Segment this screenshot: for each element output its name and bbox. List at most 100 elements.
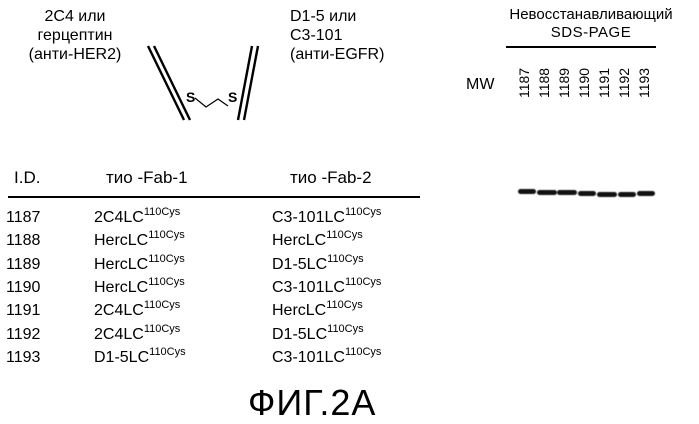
fab-left-heavy-bar xyxy=(148,46,184,120)
figure-label: ФИГ.2A xyxy=(248,382,376,424)
antibody-right-line-1: D1-5 или xyxy=(290,7,384,26)
table-cell-fab2: C3-101LC110Cys xyxy=(272,276,381,301)
gel-lane-number: 1193 xyxy=(636,68,652,98)
gel-band-1187 xyxy=(518,189,536,194)
table-cell-fab2-superscript: 110Cys xyxy=(345,206,381,218)
gel-title-line-1: Невосстанавливающий xyxy=(486,6,696,24)
table-cell-id-text: 1189 xyxy=(6,256,40,273)
antibody-left-label: 2C4 или герцептин (анти-HER2) xyxy=(20,7,130,64)
gel-lane-1190: 1190 xyxy=(576,57,592,109)
table-cell-fab2-text: C3-101LC xyxy=(272,349,345,366)
table-cell-fab2: D1-5LC110Cys xyxy=(272,323,364,348)
antibody-left-line-3: (анти-HER2) xyxy=(20,45,130,64)
antibody-left-line-1: 2C4 или xyxy=(20,7,130,26)
gel-lane-number: 1192 xyxy=(616,68,632,98)
antibody-right-line-3: (анти-EGFR) xyxy=(290,45,384,64)
disulfide-fab-diagram: S S xyxy=(140,40,300,130)
table-cell-id: 1188 xyxy=(6,229,40,252)
table-cell-fab1: HercLC110Cys xyxy=(94,253,185,278)
table-cell-fab2-superscript: 110Cys xyxy=(345,346,381,358)
gel-band-1191 xyxy=(597,192,617,197)
gel-lane-number: 1187 xyxy=(516,68,532,98)
table-cell-fab2-superscript: 110Cys xyxy=(327,253,363,265)
gel-band-1193 xyxy=(637,191,655,196)
table-cell-id: 1191 xyxy=(6,299,40,322)
table-cell-id: 1192 xyxy=(6,323,40,346)
gel-lane-1188: 1188 xyxy=(536,57,552,109)
gel-lane-1189: 1189 xyxy=(556,57,572,109)
table-cell-fab1-text: HercLC xyxy=(94,256,148,273)
table-cell-fab2: HercLC110Cys xyxy=(272,229,363,254)
table-cell-id-text: 1188 xyxy=(6,232,40,249)
gel-title-line-2: SDS-PAGE xyxy=(486,24,696,42)
table-cell-fab1-superscript: 110Cys xyxy=(148,253,184,265)
table-cell-fab1-text: 2C4LC xyxy=(94,209,144,226)
table-cell-id-text: 1193 xyxy=(6,349,40,366)
table-cell-fab2-text: HercLC xyxy=(272,302,326,319)
table-header-id: I.D. xyxy=(14,168,40,188)
gel-band-1188 xyxy=(537,190,557,195)
table-cell-id: 1189 xyxy=(6,253,40,276)
sulfur-left: S xyxy=(186,89,195,105)
antibody-right-line-2: C3-101 xyxy=(290,26,384,45)
table-cell-fab2: C3-101LC110Cys xyxy=(272,346,381,371)
table-header-fab1: тио -Fab-1 xyxy=(106,168,188,188)
gel-lane-1187: 1187 xyxy=(516,57,532,109)
table-cell-id-text: 1187 xyxy=(6,209,40,226)
table-cell-id-text: 1190 xyxy=(6,279,40,296)
table-cell-fab1-superscript: 110Cys xyxy=(144,299,180,311)
gel-lane-number: 1191 xyxy=(596,68,612,98)
table-cell-fab1-text: D1-5LC xyxy=(94,349,149,366)
table-cell-fab1: 2C4LC110Cys xyxy=(94,323,180,348)
gel-lane-number: 1188 xyxy=(536,68,552,98)
mw-label: MW xyxy=(466,76,494,94)
gel-band-1189 xyxy=(557,190,577,195)
fab-left-light-bar xyxy=(154,46,190,120)
disulfide-bond-line xyxy=(195,98,228,107)
antibody-left-line-2: герцептин xyxy=(20,26,130,45)
table-cell-id: 1187 xyxy=(6,206,40,229)
table-cell-fab1-text: 2C4LC xyxy=(94,302,144,319)
table-cell-fab1: HercLC110Cys xyxy=(94,229,185,254)
table-cell-fab1-superscript: 110Cys xyxy=(149,346,185,358)
table-cell-fab2-superscript: 110Cys xyxy=(326,299,362,311)
table-cell-fab2: D1-5LC110Cys xyxy=(272,253,364,278)
table-cell-fab2: HercLC110Cys xyxy=(272,299,363,324)
table-cell-fab2-text: C3-101LC xyxy=(272,279,345,296)
gel-lane-number: 1190 xyxy=(576,68,592,98)
gel-header-rule xyxy=(506,46,656,48)
gel-band-1192 xyxy=(618,192,636,197)
table-cell-fab1-text: 2C4LC xyxy=(94,326,144,343)
table-header-fab2: тио -Fab-2 xyxy=(290,168,372,188)
table-cell-fab2-superscript: 110Cys xyxy=(327,323,363,335)
table-cell-fab1: HercLC110Cys xyxy=(94,276,185,301)
gel-lane-1193: 1193 xyxy=(636,57,652,109)
table-cell-fab2-superscript: 110Cys xyxy=(326,229,362,241)
table-cell-fab2-text: D1-5LC xyxy=(272,256,327,273)
antibody-right-label: D1-5 или C3-101 (анти-EGFR) xyxy=(290,7,384,64)
table-cell-fab2: C3-101LC110Cys xyxy=(272,206,381,231)
sulfur-right: S xyxy=(228,89,237,105)
table-cell-fab2-text: HercLC xyxy=(272,232,326,249)
gel-band-1190 xyxy=(578,191,596,196)
gel-lane-number: 1189 xyxy=(556,68,572,98)
table-cell-id-text: 1191 xyxy=(6,302,40,319)
gel-title: Невосстанавливающий SDS-PAGE xyxy=(486,6,696,42)
gel-lane-1192: 1192 xyxy=(616,57,632,109)
table-cell-fab1: D1-5LC110Cys xyxy=(94,346,186,371)
table-cell-fab2-superscript: 110Cys xyxy=(345,276,381,288)
table-cell-fab1-text: HercLC xyxy=(94,232,148,249)
table-header-rule xyxy=(8,196,420,198)
table-cell-id: 1193 xyxy=(6,346,40,369)
table-cell-fab1-superscript: 110Cys xyxy=(144,323,180,335)
table-cell-id: 1190 xyxy=(6,276,40,299)
table-cell-fab1-superscript: 110Cys xyxy=(148,229,184,241)
table-cell-fab2-text: C3-101LC xyxy=(272,209,345,226)
table-cell-fab2-text: D1-5LC xyxy=(272,326,327,343)
gel-lane-1191: 1191 xyxy=(596,57,612,109)
table-cell-fab1-text: HercLC xyxy=(94,279,148,296)
table-cell-fab1: 2C4LC110Cys xyxy=(94,299,180,324)
table-cell-fab1-superscript: 110Cys xyxy=(144,206,180,218)
table-cell-fab1-superscript: 110Cys xyxy=(148,276,184,288)
table-cell-fab1: 2C4LC110Cys xyxy=(94,206,180,231)
